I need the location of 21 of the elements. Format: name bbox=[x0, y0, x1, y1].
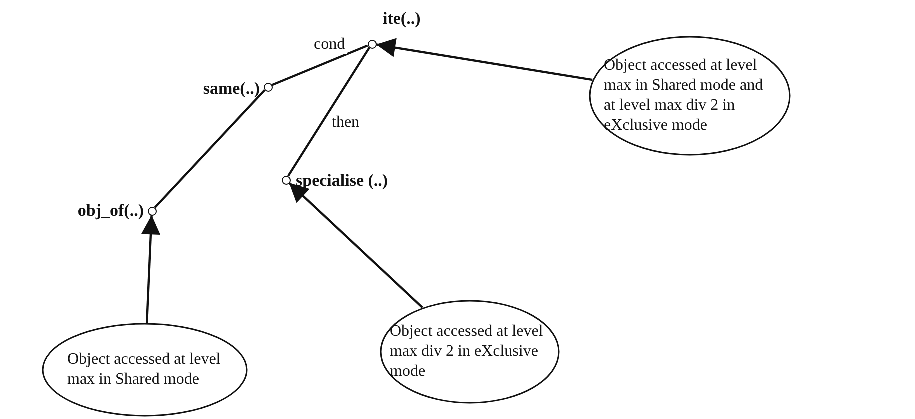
arrow bbox=[141, 215, 161, 324]
node-label: same(..) bbox=[203, 80, 260, 99]
ellipse-node bbox=[42, 323, 248, 417]
tree-edge bbox=[154, 90, 266, 208]
ellipse-text: Object accessed at level max in Shared mode bbox=[68, 350, 222, 390]
tree-edge bbox=[272, 44, 368, 86]
arrow bbox=[288, 182, 424, 309]
tree-node-circle bbox=[368, 40, 376, 48]
ellipse-text: Object accessed at level max div 2 in eXclusive mode bbox=[390, 322, 544, 382]
ellipse-node bbox=[589, 36, 791, 156]
arrow bbox=[376, 38, 593, 82]
tree-node-circle bbox=[264, 82, 272, 92]
ellipse-text: Object accessed at level max in Shared mode and at level max div 2 in eXclusive mode bbox=[604, 56, 764, 136]
tree-edge bbox=[287, 47, 371, 177]
tree-node-circle bbox=[282, 176, 290, 184]
ellipse-node bbox=[380, 300, 560, 404]
node-label: specialise (..) bbox=[296, 172, 388, 191]
node-label: ite(..) bbox=[383, 10, 421, 29]
tree-node-circle bbox=[148, 206, 156, 216]
edge-label: cond bbox=[312, 36, 348, 54]
node-label: obj_of(..) bbox=[78, 202, 144, 221]
